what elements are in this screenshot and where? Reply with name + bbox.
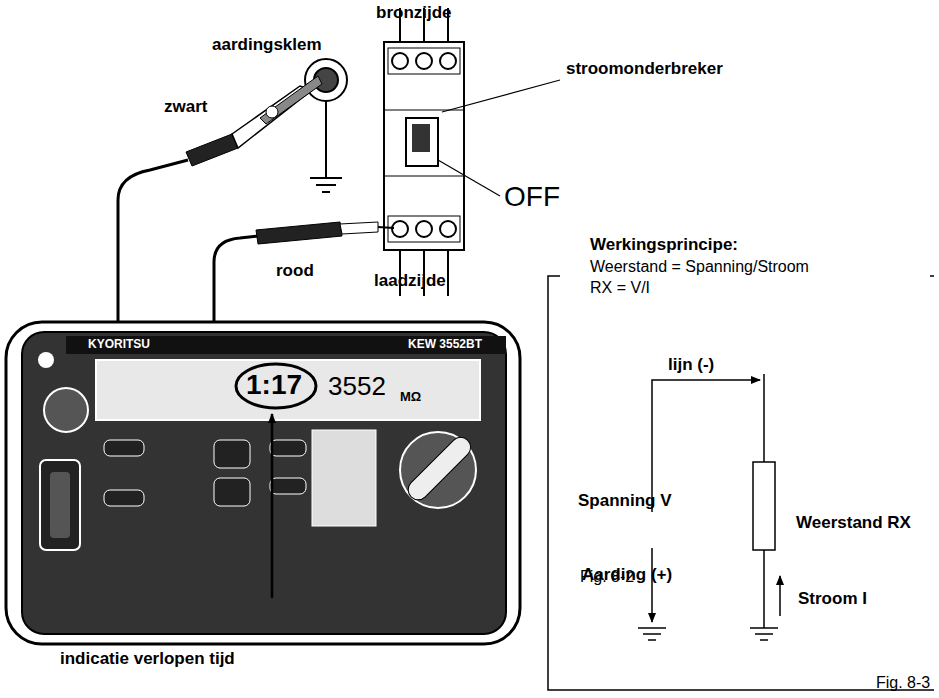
red-test-lead bbox=[214, 222, 394, 332]
callout-label: indicatie verlopen tijd bbox=[60, 650, 235, 669]
bracket bbox=[930, 275, 934, 277]
part-label: laadzijde bbox=[374, 272, 446, 291]
signal-label: Aarding (+) bbox=[582, 566, 672, 585]
wire-label: zwart bbox=[164, 98, 207, 117]
leader-line bbox=[438, 160, 500, 196]
part-label: bronzijde bbox=[376, 4, 452, 23]
leader-line bbox=[442, 80, 560, 112]
display-reading: 3552 bbox=[328, 372, 386, 401]
signal-label: Stroom I bbox=[798, 590, 867, 609]
signal-label: lijn (-) bbox=[668, 356, 714, 375]
resistor-label: Weerstand RX bbox=[796, 514, 911, 533]
black-test-lead bbox=[118, 76, 322, 332]
formula-text: RX = V/I bbox=[590, 279, 650, 297]
bracket bbox=[548, 276, 934, 690]
part-label: aardingsklem bbox=[212, 36, 322, 55]
display-unit: MΩ bbox=[400, 390, 421, 404]
figure-number: Fig. 8-3 bbox=[876, 674, 930, 692]
signal-label: Spanning V bbox=[578, 492, 672, 511]
circuit-breaker bbox=[384, 42, 464, 250]
brand-label: KYORITSU bbox=[88, 338, 150, 351]
insulation-tester bbox=[6, 322, 520, 644]
ground-clamp bbox=[305, 59, 347, 192]
state-label: OFF bbox=[504, 182, 560, 213]
wire-label: rood bbox=[276, 262, 314, 281]
model-label: KEW 3552BT bbox=[408, 338, 482, 351]
display-time: 1:17 bbox=[246, 370, 302, 401]
part-label: stroomonderbreker bbox=[566, 60, 723, 79]
formula-text: Weerstand = Spanning/Stroom bbox=[590, 258, 809, 276]
heading-label: Werkingsprincipe: bbox=[590, 236, 738, 255]
